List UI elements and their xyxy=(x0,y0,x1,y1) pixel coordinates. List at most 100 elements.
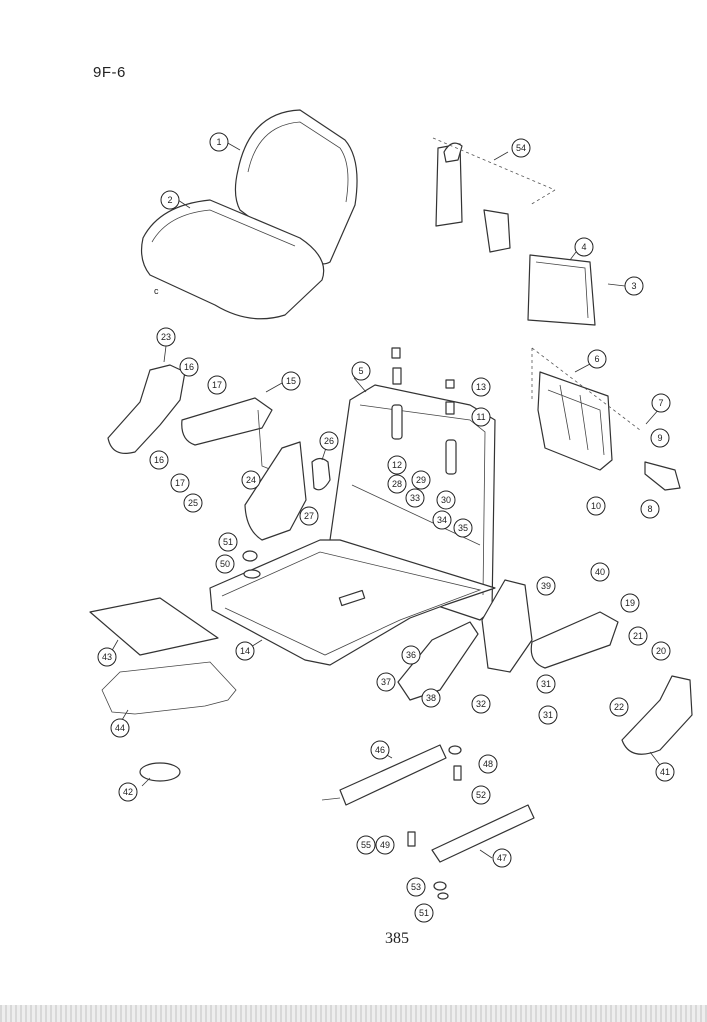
callout-47-label: 47 xyxy=(497,853,507,863)
callout-11-label: 11 xyxy=(476,412,485,422)
callout-26-label: 26 xyxy=(324,436,334,446)
callout-7-label: 7 xyxy=(658,398,663,408)
callout-39: 39 xyxy=(536,576,556,596)
callout-2-label: 2 xyxy=(167,195,172,205)
callout-54-label: 54 xyxy=(516,143,526,153)
callout-37-label: 37 xyxy=(381,677,391,687)
callout-42: 42 xyxy=(118,782,138,802)
callout-36-label: 36 xyxy=(406,650,416,660)
callout-25-label: 25 xyxy=(188,498,198,508)
side-cover-right xyxy=(621,675,693,755)
callout-31a: 31 xyxy=(536,674,556,694)
callout-24-label: 24 xyxy=(246,475,256,485)
callout-43-label: 43 xyxy=(102,652,112,662)
callout-1-label: 1 xyxy=(216,137,221,147)
callout-43: 43 xyxy=(97,647,117,667)
callout-8: 8 xyxy=(640,499,660,519)
callout-33-label: 33 xyxy=(410,493,420,503)
callout-16b: 16 xyxy=(149,450,169,470)
callout-28: 28 xyxy=(387,474,407,494)
callout-36: 36 xyxy=(401,645,421,665)
callout-1: 1 xyxy=(209,132,229,152)
callout-54: 54 xyxy=(511,138,531,158)
washer-48 xyxy=(448,745,462,755)
spring-clip xyxy=(311,457,331,491)
section-label: 9F-6 xyxy=(93,64,126,81)
callout-53-label: 53 xyxy=(411,882,421,892)
seat-bottom-cushion xyxy=(140,199,325,320)
callout-51b: 51 xyxy=(414,903,434,923)
callout-39-label: 39 xyxy=(541,581,551,591)
page-number: 385 xyxy=(385,930,409,947)
callout-30-label: 30 xyxy=(441,495,451,505)
callout-55: 55 xyxy=(356,835,376,855)
callout-42-label: 42 xyxy=(123,787,133,797)
callout-49: 49 xyxy=(375,835,395,855)
bolt-top-2 xyxy=(392,367,402,385)
callout-4: 4 xyxy=(574,237,594,257)
gasket xyxy=(101,661,237,715)
callout-37: 37 xyxy=(376,672,396,692)
callout-16b-label: 16 xyxy=(154,455,164,465)
callout-29: 29 xyxy=(411,470,431,490)
callout-22-label: 22 xyxy=(614,702,624,712)
callout-20-label: 20 xyxy=(656,646,666,656)
callout-32: 32 xyxy=(471,694,491,714)
slide-lever xyxy=(321,797,341,801)
callout-51a-label: 51 xyxy=(223,537,233,547)
callout-27-label: 27 xyxy=(304,511,314,521)
callout-21-label: 21 xyxy=(633,631,643,641)
callout-53: 53 xyxy=(406,877,426,897)
callout-48: 48 xyxy=(478,754,498,774)
callout-12-label: 12 xyxy=(392,460,402,470)
hinge-plate-right xyxy=(397,621,479,701)
callout-13: 13 xyxy=(471,377,491,397)
callout-12: 12 xyxy=(387,455,407,475)
callout-50: 50 xyxy=(215,554,235,574)
callout-29-label: 29 xyxy=(416,475,426,485)
callout-49-label: 49 xyxy=(380,840,390,850)
recline-bracket xyxy=(481,579,533,673)
callout-47: 47 xyxy=(492,848,512,868)
hinge-bracket xyxy=(244,441,307,541)
washer-50 xyxy=(243,569,261,579)
callout-50-label: 50 xyxy=(220,559,230,569)
callout-25: 25 xyxy=(183,493,203,513)
adjuster-knob xyxy=(644,461,681,491)
callout-3: 3 xyxy=(624,276,644,296)
callout-40: 40 xyxy=(590,562,610,582)
callout-28-label: 28 xyxy=(392,479,402,489)
callout-2: 2 xyxy=(160,190,180,210)
small-mark: c xyxy=(154,286,159,296)
callout-23-label: 23 xyxy=(161,332,171,342)
callout-41: 41 xyxy=(655,762,675,782)
callout-19-label: 19 xyxy=(625,598,635,608)
callout-46: 46 xyxy=(370,740,390,760)
floor-mat xyxy=(89,597,219,656)
bolt-52 xyxy=(453,765,462,781)
callout-40-label: 40 xyxy=(595,567,605,577)
callout-32-label: 32 xyxy=(476,699,486,709)
suspension-panel xyxy=(537,371,613,471)
washer-53 xyxy=(433,881,447,891)
callout-3-label: 3 xyxy=(631,281,636,291)
callout-46-label: 46 xyxy=(375,745,385,755)
callout-5: 5 xyxy=(351,361,371,381)
callout-13-label: 13 xyxy=(476,382,486,392)
callout-33: 33 xyxy=(405,488,425,508)
callout-35: 35 xyxy=(453,518,473,538)
base-plate xyxy=(139,762,181,782)
callout-19: 19 xyxy=(620,593,640,613)
callout-17a-label: 17 xyxy=(212,380,222,390)
pin-11 xyxy=(445,401,455,415)
callout-14-label: 14 xyxy=(240,646,250,656)
callout-15: 15 xyxy=(281,371,301,391)
callout-10: 10 xyxy=(586,496,606,516)
armrest-right xyxy=(530,611,619,669)
callout-51a: 51 xyxy=(218,532,238,552)
callout-7: 7 xyxy=(651,393,671,413)
callout-9: 9 xyxy=(650,428,670,448)
nut-51 xyxy=(242,550,258,562)
